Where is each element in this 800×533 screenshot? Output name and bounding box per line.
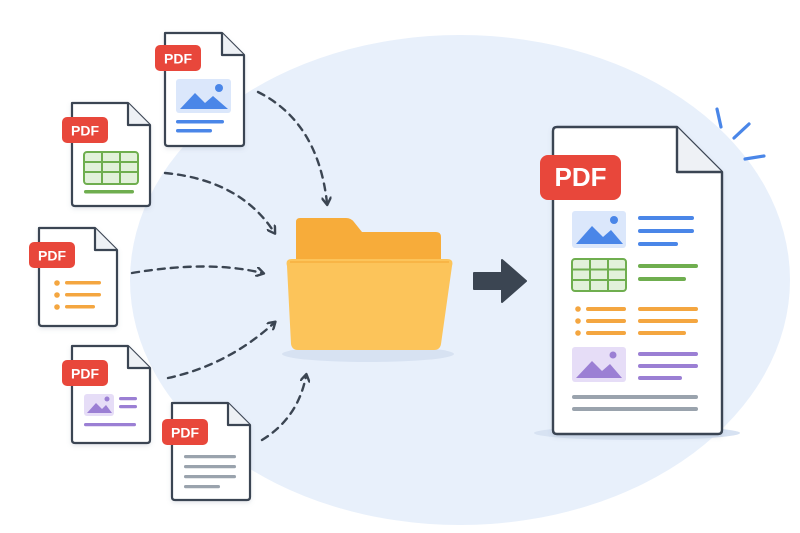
text-lines-thumbnail-icon: [184, 455, 236, 489]
folder-icon: [282, 218, 454, 362]
sparkle-icon: [715, 107, 766, 161]
pdf-badge-label: PDF: [555, 162, 607, 192]
pdf-badge-4: PDF: [62, 360, 108, 386]
connector-3: [130, 265, 262, 274]
merged-list-section: [575, 306, 698, 336]
image-thumbnail-icon: [176, 79, 231, 133]
list-thumbnail-icon: [54, 280, 101, 310]
pdf-badge-1: PDF: [155, 45, 201, 71]
pdf-badge-label: PDF: [164, 51, 192, 67]
spreadsheet-thumbnail-icon: [83, 151, 139, 194]
merged-media-section: [572, 347, 698, 382]
pdf-badge-5: PDF: [162, 419, 208, 445]
pdf-badge-3: PDF: [29, 242, 75, 268]
pdf-badge-label: PDF: [38, 248, 66, 264]
pdf-badge-label: PDF: [71, 366, 99, 382]
merged-spreadsheet-section: [571, 258, 698, 292]
connector-2: [163, 171, 274, 232]
connector-5: [260, 376, 306, 442]
pdf-badge-merged: PDF: [540, 155, 621, 200]
merged-image-section: [572, 211, 694, 248]
pdf-badge-label: PDF: [71, 123, 99, 139]
dashed-connectors: [130, 90, 327, 442]
pdf-badge-label: PDF: [171, 425, 199, 441]
media-thumbnail-icon: [84, 394, 137, 427]
merged-text-section: [572, 395, 698, 411]
pdf-badge-2: PDF: [62, 117, 108, 143]
connector-1: [256, 90, 327, 203]
arrow-right-icon: [473, 259, 527, 303]
connector-4: [166, 323, 274, 380]
